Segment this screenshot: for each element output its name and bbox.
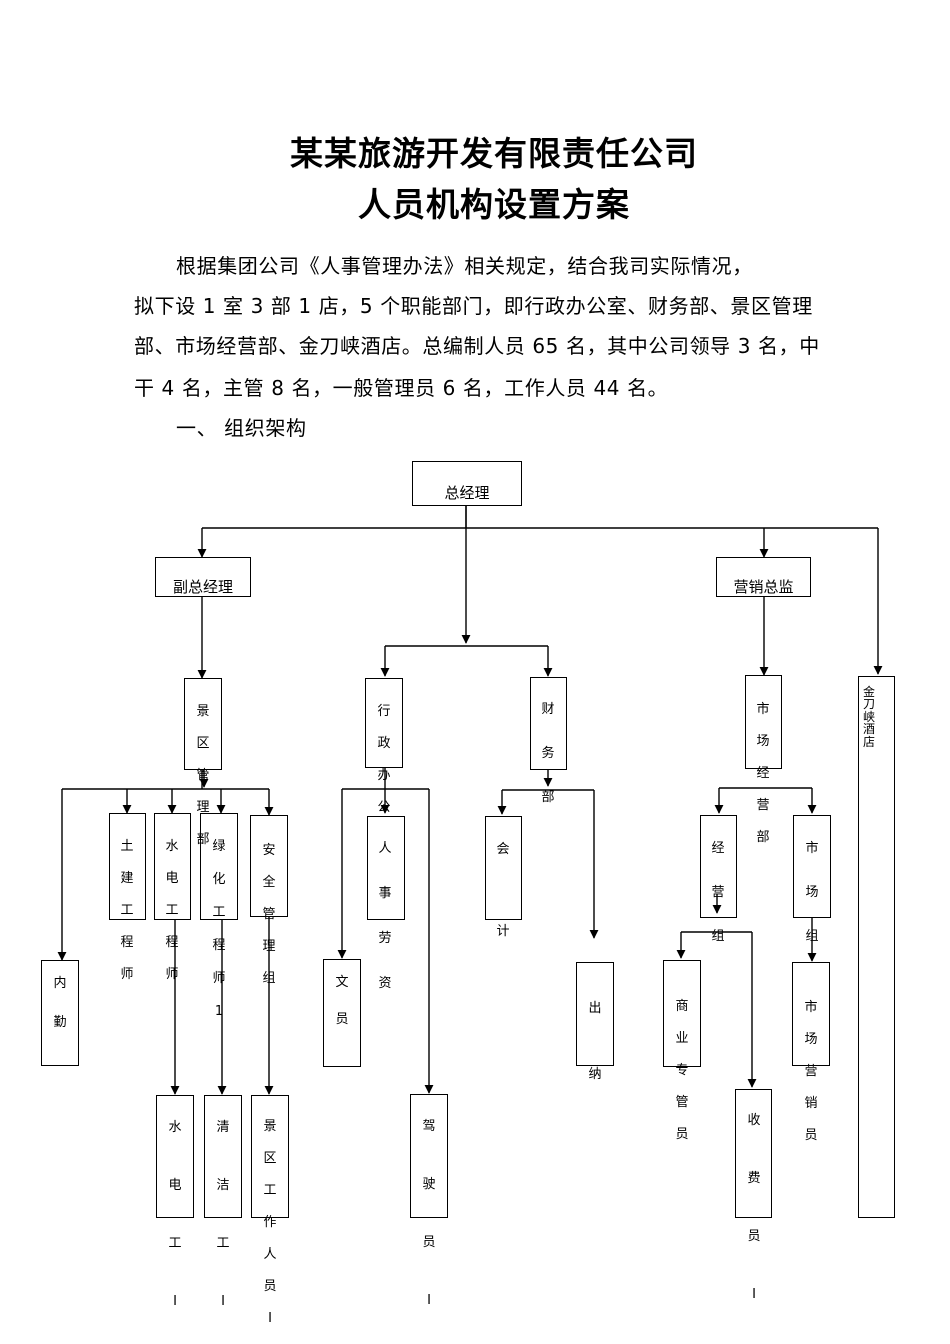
paragraph-line-4: 干 4 名，主管 8 名，一般管理员 6 名，工作人员 44 名。	[134, 376, 669, 400]
safety-group-label: 安全管理组	[262, 843, 276, 986]
admin-office-box	[365, 678, 403, 768]
market-group-label: 市场组	[805, 841, 819, 944]
cashier-label: 出纳	[588, 1001, 602, 1082]
green-engineer-box	[200, 813, 238, 920]
cleaner-box	[204, 1095, 242, 1218]
market-dept-label: 市场经营部	[756, 702, 770, 845]
general-manager-label: 总经理	[444, 484, 490, 502]
hr-box	[367, 816, 405, 920]
commerce-staff-label: 商业专管员	[675, 999, 689, 1142]
paragraph-line-2: 拟下设 1 室 3 部 1 店，5 个职能部门，即行政办公室、财务部、景区管理	[134, 294, 813, 318]
scenic-worker-box	[251, 1095, 289, 1218]
section-heading: 一、 组织架构	[176, 416, 307, 440]
sales-staff-box	[792, 962, 830, 1066]
clerk-box	[323, 959, 361, 1067]
finance-label: 财务部	[541, 702, 555, 805]
electrician-box	[156, 1095, 194, 1218]
toll-staff-box	[735, 1089, 772, 1218]
operation-group-box	[700, 815, 737, 918]
accountant-box	[485, 816, 522, 920]
market-dept-box	[745, 675, 782, 769]
safety-group-box	[250, 815, 288, 917]
marketing-director-box	[716, 557, 811, 597]
accountant-label: 会计	[496, 842, 510, 939]
finance-box	[530, 677, 567, 770]
hotel-label: 金刀峡酒店	[863, 685, 876, 749]
hr-label: 人事劳资	[378, 841, 392, 991]
general-manager-box	[412, 461, 522, 506]
paragraph-line-3: 部、市场经营部、金刀峡酒店。总编制人员 65 名，其中公司领导 3 名，中	[134, 334, 820, 358]
hotel-box	[858, 676, 895, 1218]
paragraph-line-1: 根据集团公司《人事管理办法》相关规定，结合我司实际情况，	[176, 254, 753, 278]
scenic-dept-box	[184, 678, 222, 770]
cashier-box	[576, 962, 614, 1066]
hydro-engineer-label: 水电工程师	[165, 839, 179, 982]
document-title: 某某旅游开发有限责任公司	[290, 134, 698, 173]
logistics-box	[41, 960, 79, 1066]
deputy-gm-label: 副总经理	[172, 578, 233, 596]
clerk-label: 文员	[335, 975, 349, 1027]
scenic-dept-label: 景区管理部	[196, 704, 210, 847]
operation-group-label: 经营组	[711, 841, 725, 944]
commerce-staff-box	[663, 960, 701, 1067]
market-group-box	[793, 815, 831, 918]
marketing-director-label: 营销总监	[733, 578, 794, 596]
civil-engineer-box	[109, 813, 146, 920]
driver-box	[410, 1094, 448, 1218]
civil-engineer-label: 土建工程师	[120, 839, 134, 982]
deputy-gm-box	[155, 557, 251, 597]
sales-staff-label: 市场营销员	[804, 1000, 818, 1143]
cleaner-label: 清洁工II	[216, 1120, 230, 1309]
hydro-engineer-box	[154, 813, 191, 920]
admin-office-label: 行政办公	[377, 704, 391, 815]
logistics-label: 内勤	[53, 976, 67, 1030]
document-subtitle: 人员机构设置方案	[358, 185, 630, 224]
